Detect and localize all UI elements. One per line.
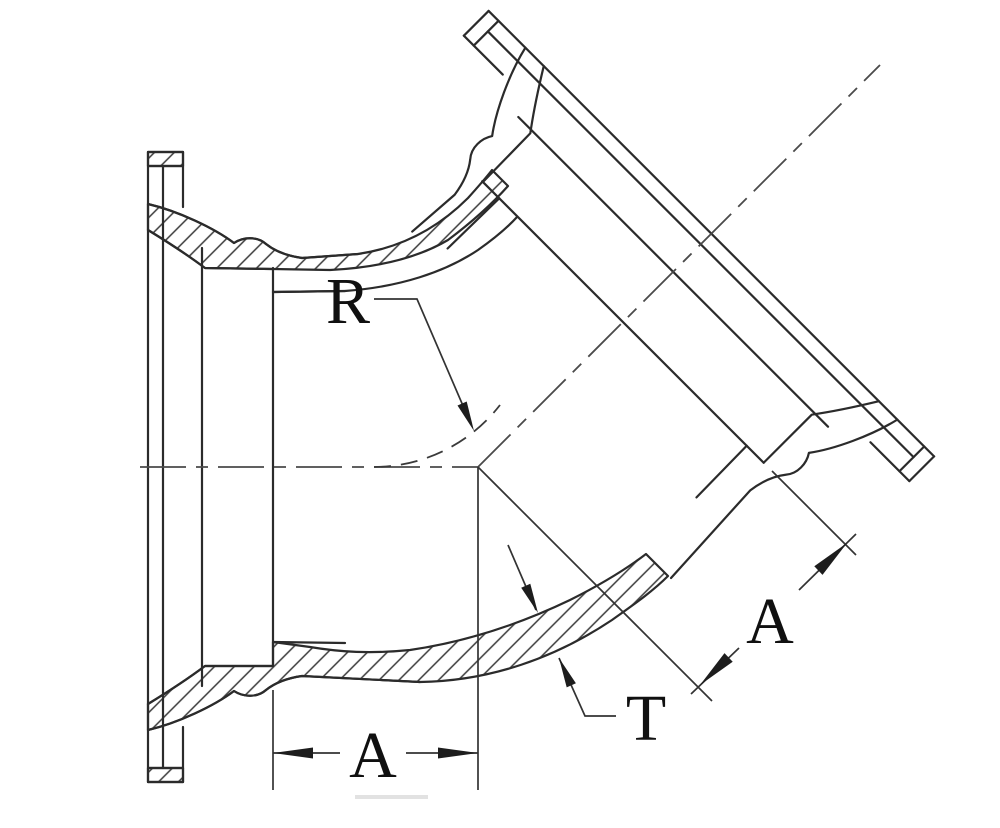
radius-callout: R [326,265,474,431]
radius-arrowhead [457,401,474,431]
flange-cap-top [146,150,185,168]
dim-arrow-lower [700,653,733,685]
dimension-diagonal-a: A [477,466,857,702]
label-radius: R [326,265,370,338]
extension-line-center-diagonal [477,466,713,702]
bend-radius-centerline-arc [373,404,501,468]
dim-arrow-upper [814,543,847,575]
centerlines [140,64,881,468]
label-diagonal-length: A [746,585,794,658]
label-run-length: A [349,719,397,792]
flange-cap-bottom [146,766,185,784]
thickness-arrow-lower [559,658,576,688]
radius-leader-line [374,298,471,423]
thickness-arrow-upper [521,583,538,613]
label-wall-thickness: T [626,682,666,755]
dim-arrow-left [273,747,313,759]
dimension-horizontal-a: A [272,467,479,792]
bottom-wall-section [146,552,670,732]
extension-line-socket-diagonal [771,470,857,556]
dim-arrow-right [438,747,478,759]
diagonal-centerline [477,64,881,468]
thickness-callout: T [507,544,666,755]
bore-top-line [271,215,519,294]
